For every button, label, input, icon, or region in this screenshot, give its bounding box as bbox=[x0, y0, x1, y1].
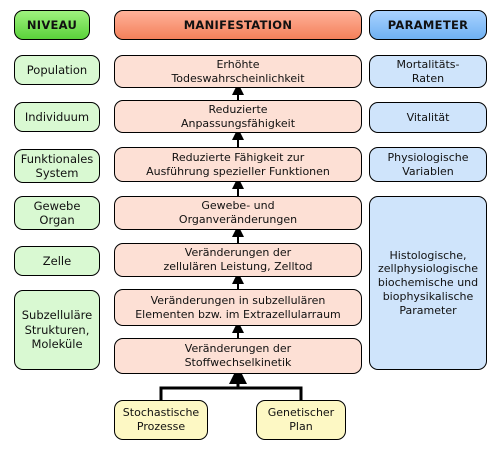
source-genetischer-plan: Genetischer Plan bbox=[256, 400, 346, 440]
level-label: Funktionales System bbox=[20, 151, 94, 180]
parameter-mortalitaetsraten: Mortalitäts- Raten bbox=[369, 55, 487, 88]
manifestation-label: Erhöhte Todeswahrscheinlichkeit bbox=[171, 57, 305, 85]
level-label: Individuum bbox=[24, 109, 90, 124]
source-label: Stochastische Prozesse bbox=[122, 406, 200, 433]
manifestation-stoffwechselkinetik: Veränderungen der Stoffwechselkinetik bbox=[114, 338, 362, 374]
level-funktionales-system: Funktionales System bbox=[14, 149, 100, 183]
manifestation-organveraenderungen: Gewebe- und Organveränderungen bbox=[114, 196, 362, 230]
manifestation-label: Veränderungen der zellulären Leistung, Z… bbox=[163, 246, 313, 273]
manifestation-spezielle-funktionen: Reduzierte Fähigkeit zur Ausführung spez… bbox=[114, 147, 362, 182]
level-label: Population bbox=[26, 62, 88, 77]
level-population: Population bbox=[14, 55, 100, 85]
parameter-header-label: PARAMETER bbox=[387, 17, 469, 32]
parameter-physiologische-variablen: Physiologische Variablen bbox=[369, 147, 487, 182]
manifestation-header-label: MANIFESTATION bbox=[183, 17, 293, 32]
manifestation-label: Veränderungen in subzellulären Elementen… bbox=[135, 293, 341, 321]
manifestation-label: Reduzierte Fähigkeit zur Ausführung spez… bbox=[146, 150, 330, 178]
level-individuum: Individuum bbox=[14, 102, 100, 132]
manifestation-header: MANIFESTATION bbox=[114, 10, 362, 40]
parameter-label: Mortalitäts- Raten bbox=[396, 57, 460, 85]
manifestation-label: Reduzierte Anpassungsfähigkeit bbox=[180, 102, 296, 130]
parameter-label: Physiologische Variablen bbox=[387, 150, 469, 178]
manifestation-subzellulaere-elemente: Veränderungen in subzellulären Elementen… bbox=[114, 289, 362, 326]
level-label: Gewebe Organ bbox=[33, 198, 81, 227]
level-zelle: Zelle bbox=[14, 246, 100, 276]
level-gewebe-organ: Gewebe Organ bbox=[14, 196, 100, 230]
parameter-histologische: Histologische, zellphysiologische bioche… bbox=[369, 196, 487, 370]
source-label: Genetischer Plan bbox=[267, 406, 335, 433]
parameter-label: Vitalität bbox=[406, 110, 450, 124]
manifestation-anpassungsfaehigkeit: Reduzierte Anpassungsfähigkeit bbox=[114, 100, 362, 133]
source-stochastische-prozesse: Stochastische Prozesse bbox=[114, 400, 208, 440]
niveau-header-label: NIVEAU bbox=[26, 17, 78, 32]
parameter-label: Histologische, zellphysiologische bioche… bbox=[377, 248, 479, 317]
parameter-vitalitaet: Vitalität bbox=[369, 102, 487, 133]
parameter-header: PARAMETER bbox=[369, 10, 487, 40]
manifestation-label: Gewebe- und Organveränderungen bbox=[178, 199, 298, 226]
manifestation-zellulaere-leistung: Veränderungen der zellulären Leistung, Z… bbox=[114, 243, 362, 277]
manifestation-label: Veränderungen der Stoffwechselkinetik bbox=[184, 342, 292, 369]
level-label: Zelle bbox=[42, 253, 72, 268]
manifestation-todeswahrscheinlichkeit: Erhöhte Todeswahrscheinlichkeit bbox=[114, 55, 362, 88]
level-label: Subzelluläre Strukturen, Moleküle bbox=[21, 308, 93, 352]
level-subzellulaere-strukturen: Subzelluläre Strukturen, Moleküle bbox=[14, 290, 100, 370]
niveau-header: NIVEAU bbox=[14, 10, 90, 40]
